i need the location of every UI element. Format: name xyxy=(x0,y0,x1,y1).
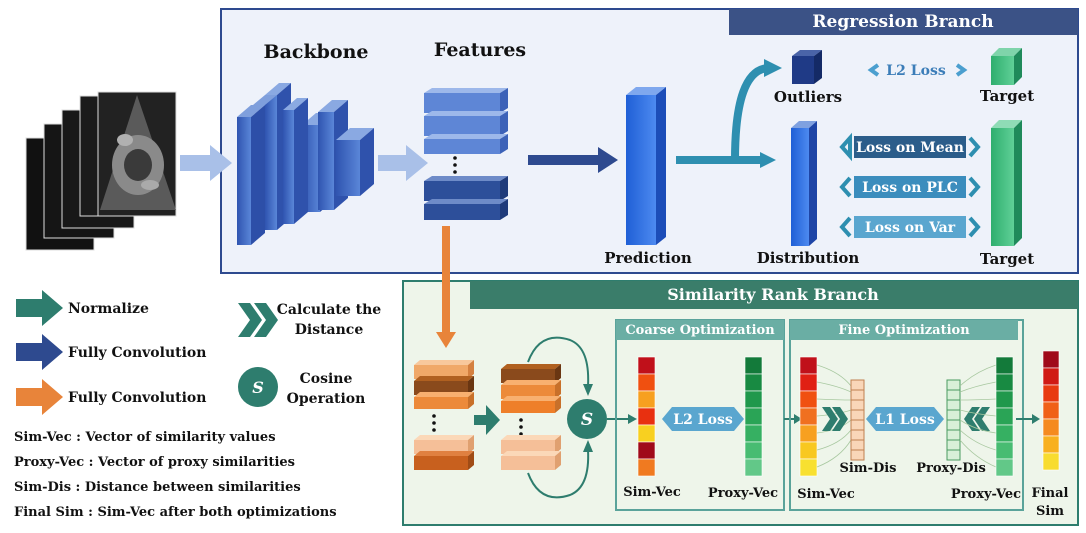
target-bar-bottom xyxy=(991,120,1022,246)
loss-mean-label: Loss on Mean xyxy=(856,140,964,156)
sim-dis-fan-lines xyxy=(816,364,852,468)
target-label-bottom: Target xyxy=(980,250,1034,268)
fine-to-final-arrow xyxy=(1032,414,1040,424)
coarse-title-bar xyxy=(616,320,784,340)
sim-dis-bar xyxy=(850,379,865,461)
legend-normalize-arrow xyxy=(16,290,63,326)
proxy-vec-bar-coarse xyxy=(744,356,763,477)
l2-loss-coarse[interactable] xyxy=(662,407,744,431)
l2-loss-top-label: L2 Loss xyxy=(886,63,946,79)
final-sim-label-line2: Sim xyxy=(1036,504,1064,519)
legend-fc-orange-label: Fully Convolution xyxy=(68,390,206,406)
features-label: Features xyxy=(434,39,526,61)
coarse-to-fine-arrow xyxy=(794,414,802,424)
legend-fc-blue-arrow xyxy=(16,334,63,370)
coarse-optimization-title: Coarse Optimization xyxy=(625,323,775,338)
legend-cosine-line2: Operation xyxy=(287,391,366,407)
prediction-label: Prediction xyxy=(604,249,692,267)
prediction-split-arrows xyxy=(676,59,782,168)
sim-dis-label: Sim-Dis xyxy=(839,461,896,476)
cosine-loop-arcs xyxy=(527,336,593,499)
regression-branch-title: Regression Branch xyxy=(812,12,993,32)
def-final-sim: Final Sim : Sim-Vec after both optimizat… xyxy=(14,505,337,520)
loss-var-box[interactable] xyxy=(839,216,981,238)
legend-calc-distance-chevrons xyxy=(238,303,278,337)
sim-vec-label-fine: Sim-Vec xyxy=(797,487,855,502)
orange-feature-stack-left xyxy=(414,360,474,470)
normalize-arrow-mid xyxy=(474,405,500,435)
proxy-dis-fan-lines xyxy=(959,364,997,468)
l2-loss-coarse-label: L2 Loss xyxy=(673,412,733,428)
cosine-node-symbol: S xyxy=(581,410,593,430)
legend-cosine-node xyxy=(238,367,278,407)
distribution-bar xyxy=(791,121,817,246)
distribution-label: Distribution xyxy=(757,249,860,267)
orange-fc-arrow-down xyxy=(436,226,456,348)
final-sim-label-line1: Final xyxy=(1032,486,1069,501)
legend-calc-distance-line2: Distance xyxy=(295,322,364,338)
legend-calc-distance-line1: Calculate the xyxy=(277,302,382,318)
proxy-vec-label-coarse: Proxy-Vec xyxy=(708,486,778,501)
orange-feature-stack-right xyxy=(501,364,561,470)
similarity-title-bar xyxy=(470,281,1078,309)
def-proxy-vec: Proxy-Vec : Vector of proxy similarities xyxy=(14,455,295,470)
fine-title-bar xyxy=(790,320,1018,340)
fc-arrow-to-prediction xyxy=(528,147,618,173)
l1-loss-fine-label: L1 Loss xyxy=(875,412,935,428)
proxy-vec-bar-fine xyxy=(995,356,1014,477)
features-stack xyxy=(424,88,508,220)
target-label-top: Target xyxy=(980,87,1034,105)
outliers-label: Outliers xyxy=(774,88,842,106)
outliers-cube xyxy=(792,50,822,84)
legend-cosine-line1: Cosine xyxy=(300,371,353,387)
backbone-to-features-arrow xyxy=(378,145,428,181)
calc-distance-chevron-left xyxy=(822,407,848,431)
def-sim-vec: Sim-Vec : Vector of similarity values xyxy=(14,430,276,445)
loss-var-label: Loss on Var xyxy=(865,220,956,236)
proxy-vec-label-fine: Proxy-Vec xyxy=(951,487,1021,502)
prediction-bar xyxy=(626,87,666,245)
proxy-dis-bar xyxy=(946,379,961,461)
ultrasound-image-stack xyxy=(25,91,177,251)
proxy-dis-label: Proxy-Dis xyxy=(916,461,986,476)
cosine-operation-node xyxy=(567,399,607,439)
target-cube-top xyxy=(991,48,1022,85)
input-arrow xyxy=(180,145,232,181)
loss-plc-label: Loss on PLC xyxy=(862,180,958,196)
l2-loss-chevrons-top xyxy=(867,63,968,77)
backbone-label: Backbone xyxy=(264,41,369,63)
backbone-blocks xyxy=(237,83,374,245)
legend-fc-orange-arrow xyxy=(16,379,63,415)
legend-cosine-symbol: S xyxy=(252,378,264,397)
legend-normalize-label: Normalize xyxy=(68,301,149,317)
fine-optimization-title: Fine Optimization xyxy=(838,323,970,338)
loss-plc-box[interactable] xyxy=(839,176,981,198)
similarity-branch-title: Similarity Rank Branch xyxy=(667,285,879,304)
sim-vec-bar-fine xyxy=(799,356,818,477)
l1-loss-fine[interactable] xyxy=(866,407,944,431)
legend-fc-blue-label: Fully Convolution xyxy=(68,345,206,361)
final-sim-bar xyxy=(1042,350,1060,471)
sim-vec-bar-coarse xyxy=(637,356,656,477)
regression-title-bar xyxy=(729,9,1078,35)
loss-mean-box[interactable] xyxy=(839,132,981,162)
def-sim-dis: Sim-Dis : Distance between similarities xyxy=(14,480,301,495)
sim-vec-label-coarse: Sim-Vec xyxy=(623,485,681,500)
